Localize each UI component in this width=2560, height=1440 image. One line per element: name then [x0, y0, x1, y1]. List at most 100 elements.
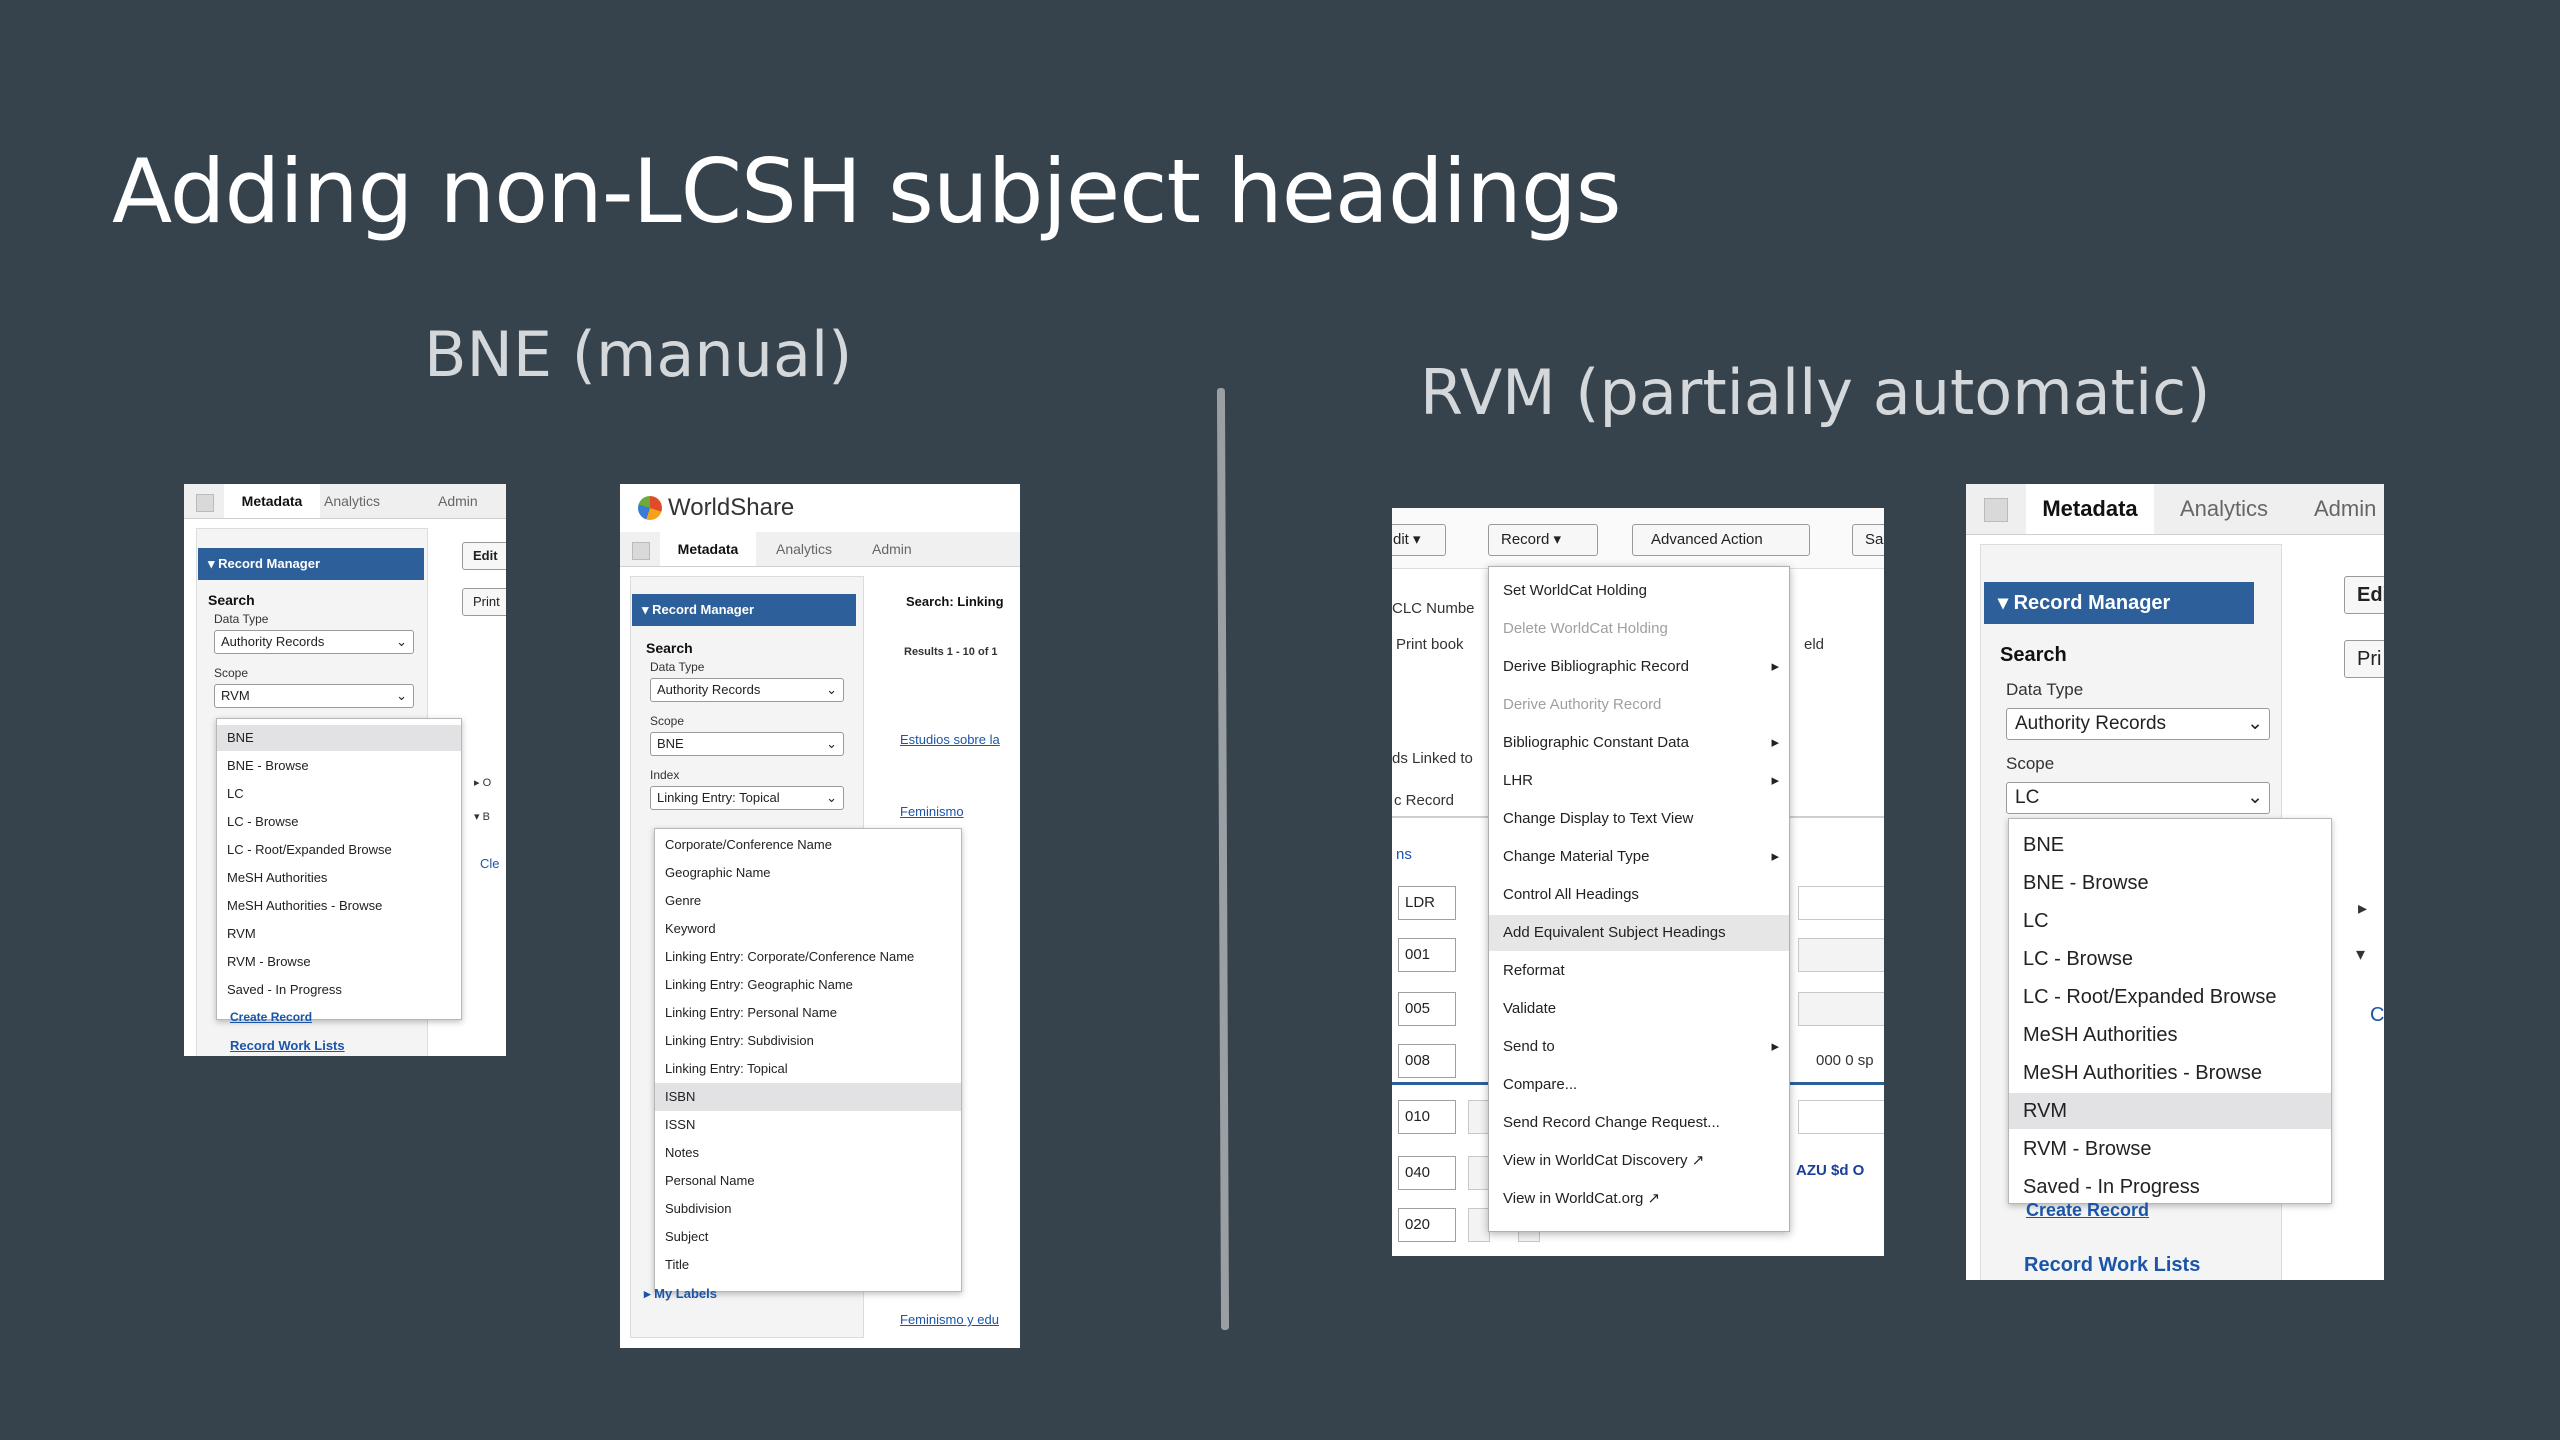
- index-dropdown[interactable]: Corporate/Conference Name Geographic Nam…: [654, 828, 962, 1292]
- collapse-icon[interactable]: [196, 494, 214, 512]
- scope-option-bne[interactable]: BNE: [217, 725, 461, 751]
- create-record-link[interactable]: Create Record: [2026, 1200, 2150, 1220]
- index-option[interactable]: Subject: [665, 1229, 709, 1244]
- tab-analytics[interactable]: Analytics: [776, 541, 833, 557]
- tag-field-ldr[interactable]: LDR: [1398, 886, 1456, 920]
- result-link[interactable]: Estudios sobre la: [900, 732, 1000, 747]
- create-record-link[interactable]: Create Record: [230, 1010, 313, 1024]
- collapse-arrow-icon[interactable]: ▾: [2356, 944, 2366, 964]
- index-option[interactable]: ISSN: [665, 1117, 696, 1132]
- save-button[interactable]: Sa: [1852, 524, 1884, 556]
- collapse-arrow-icon[interactable]: ▾ B: [474, 811, 490, 823]
- record-manager-header[interactable]: ▾ Record Manager: [198, 548, 424, 580]
- field-content[interactable]: [1798, 938, 1884, 972]
- index-option-selected[interactable]: ISBN: [655, 1083, 961, 1111]
- menu-item-send-to[interactable]: Send to▸: [1489, 1029, 1789, 1065]
- scope-dropdown[interactable]: BNE BNE - Browse LC LC - Browse LC - Roo…: [216, 718, 462, 1020]
- menu-item-add-equivalent-subjects[interactable]: Add Equivalent Subject Headings: [1489, 915, 1789, 951]
- indicator-field[interactable]: [1468, 1156, 1490, 1190]
- record-work-lists-link[interactable]: Record Work Lists: [230, 1038, 345, 1053]
- index-option[interactable]: Subdivision: [665, 1201, 732, 1216]
- scope-select[interactable]: BNE⌄: [650, 732, 844, 756]
- record-manager-header[interactable]: ▾ Record Manager: [632, 594, 856, 626]
- index-option[interactable]: Title: [665, 1257, 690, 1272]
- index-option[interactable]: Linking Entry: Subdivision: [665, 1033, 814, 1048]
- index-option[interactable]: Linking Entry: Personal Name: [665, 1005, 837, 1020]
- clear-link[interactable]: C: [2370, 1004, 2384, 1026]
- menu-item-control-headings[interactable]: Control All Headings: [1503, 886, 1639, 903]
- tab-metadata[interactable]: Metadata: [660, 532, 756, 566]
- scope-option-rvm-browse[interactable]: RVM - Browse: [227, 954, 311, 969]
- field-content[interactable]: [1798, 886, 1884, 920]
- indicator-field[interactable]: [1468, 1100, 1490, 1134]
- tab-admin[interactable]: Admin: [438, 493, 478, 509]
- data-type-select[interactable]: Authority Records⌄: [2006, 708, 2270, 740]
- record-dropdown-menu[interactable]: Set WorldCat Holding Delete WorldCat Hol…: [1488, 566, 1790, 1232]
- index-option[interactable]: Notes: [665, 1145, 699, 1160]
- tab-admin[interactable]: Admin: [872, 541, 912, 557]
- tag-field-010[interactable]: 010: [1398, 1100, 1456, 1134]
- record-manager-header[interactable]: ▾ Record Manager: [1984, 582, 2254, 624]
- field-content[interactable]: [1798, 992, 1884, 1026]
- my-labels-link[interactable]: ▸ My Labels: [644, 1286, 717, 1301]
- print-button[interactable]: Print: [462, 588, 506, 616]
- scope-option-bne-browse[interactable]: BNE - Browse: [2023, 872, 2149, 894]
- tag-field-020[interactable]: 020: [1398, 1208, 1456, 1242]
- scope-option-bne[interactable]: BNE: [2023, 834, 2065, 856]
- scope-dropdown[interactable]: BNE BNE - Browse LC LC - Browse LC - Roo…: [2008, 818, 2332, 1204]
- tag-field-005[interactable]: 005: [1398, 992, 1456, 1026]
- print-button[interactable]: Pri: [2344, 640, 2384, 678]
- tab-metadata[interactable]: Metadata: [224, 484, 320, 518]
- tab-admin[interactable]: Admin: [2314, 496, 2377, 521]
- edit-menu-button[interactable]: dit ▾: [1392, 524, 1446, 556]
- data-type-select[interactable]: Authority Records⌄: [650, 678, 844, 702]
- tab-analytics[interactable]: Analytics: [2180, 496, 2269, 521]
- field-content[interactable]: [1798, 1100, 1884, 1134]
- menu-item-set-holding[interactable]: Set WorldCat Holding: [1503, 582, 1647, 599]
- scope-option-bne-browse[interactable]: BNE - Browse: [227, 758, 309, 773]
- scope-option-mesh-browse[interactable]: MeSH Authorities - Browse: [2023, 1062, 2262, 1084]
- index-option[interactable]: Personal Name: [665, 1173, 755, 1188]
- menu-item-derive-bib[interactable]: Derive Bibliographic Record▸: [1489, 649, 1789, 685]
- scope-option-lc-browse[interactable]: LC - Browse: [227, 814, 299, 829]
- menu-item-worldcat-org[interactable]: View in WorldCat.org ↗: [1489, 1181, 1789, 1217]
- tag-field-040[interactable]: 040: [1398, 1156, 1456, 1190]
- scope-option-mesh[interactable]: MeSH Authorities: [2023, 1024, 2178, 1046]
- collapse-icon[interactable]: [632, 542, 650, 560]
- advanced-action-button[interactable]: Advanced Action: [1632, 524, 1810, 556]
- scope-option-lc-root[interactable]: LC - Root/Expanded Browse: [227, 842, 392, 857]
- index-select[interactable]: Linking Entry: Topical⌄: [650, 786, 844, 810]
- menu-item-material-type[interactable]: Change Material Type▸: [1489, 839, 1789, 875]
- scope-option-rvm[interactable]: RVM: [227, 926, 256, 941]
- scope-option-rvm-browse[interactable]: RVM - Browse: [2023, 1138, 2152, 1160]
- indicator-field[interactable]: [1468, 1208, 1490, 1242]
- clear-link[interactable]: Cle: [480, 856, 500, 871]
- menu-item-lhr[interactable]: LHR▸: [1489, 763, 1789, 799]
- result-link[interactable]: Feminismo: [900, 804, 964, 819]
- expand-arrow-icon[interactable]: ▸: [2358, 898, 2368, 918]
- index-option[interactable]: Corporate/Conference Name: [665, 837, 832, 852]
- index-option[interactable]: Linking Entry: Geographic Name: [665, 977, 853, 992]
- scope-option-lc[interactable]: LC: [227, 786, 244, 801]
- scope-option-lc[interactable]: LC: [2023, 910, 2049, 932]
- record-work-lists-link[interactable]: Record Work Lists: [2024, 1254, 2201, 1276]
- collapse-icon[interactable]: [1984, 498, 2008, 522]
- scope-option-rvm[interactable]: RVM: [2009, 1093, 2331, 1129]
- expand-arrow-icon[interactable]: ▸ O: [474, 777, 492, 789]
- tab-metadata[interactable]: Metadata: [2026, 484, 2154, 534]
- scope-select[interactable]: RVM⌄: [214, 684, 414, 708]
- index-option[interactable]: Linking Entry: Corporate/Conference Name: [665, 949, 915, 964]
- scope-select[interactable]: LC⌄: [2006, 782, 2270, 814]
- edit-button[interactable]: Edit: [462, 542, 506, 570]
- record-menu-button[interactable]: Record ▾: [1488, 524, 1598, 556]
- menu-item-worldcat-discovery[interactable]: View in WorldCat Discovery ↗: [1489, 1143, 1789, 1179]
- data-type-select[interactable]: Authority Records⌄: [214, 630, 414, 654]
- scope-option-saved[interactable]: Saved - In Progress: [2023, 1176, 2200, 1198]
- menu-item-constant-data[interactable]: Bibliographic Constant Data▸: [1489, 725, 1789, 761]
- menu-item-compare[interactable]: Compare...: [1503, 1076, 1578, 1093]
- tab-analytics[interactable]: Analytics: [324, 493, 381, 509]
- menu-item-change-request[interactable]: Send Record Change Request...: [1503, 1114, 1720, 1131]
- index-option[interactable]: Linking Entry: Topical: [665, 1061, 788, 1076]
- scope-option-mesh-browse[interactable]: MeSH Authorities - Browse: [227, 898, 383, 913]
- tag-field-001[interactable]: 001: [1398, 938, 1456, 972]
